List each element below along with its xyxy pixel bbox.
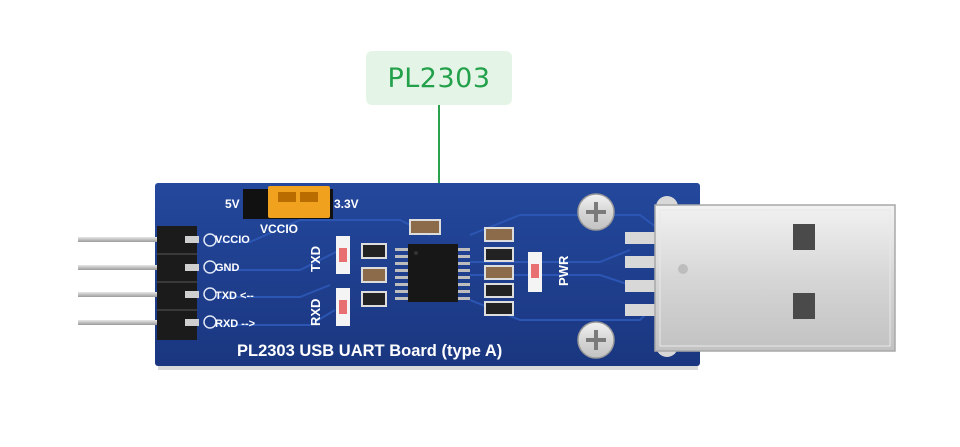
header-pins (78, 226, 217, 340)
led-label-pwr: PWR (556, 255, 571, 286)
board-shadow (158, 364, 698, 370)
pin-label-rxd: RXD --> (215, 318, 256, 330)
jumper-3v3-label: 3.3V (334, 197, 359, 211)
mounting-screws (577, 193, 615, 359)
jumper-vccio-label: VCCIO (260, 222, 299, 236)
pl2303-chip (395, 244, 470, 302)
jumper-5v-label: 5V (225, 197, 240, 211)
led-label-rxd: RXD (308, 298, 323, 326)
pin-label-txd: TXD <-- (215, 290, 254, 302)
vccio-jumper (243, 186, 333, 219)
led-label-txd: TXD (308, 246, 323, 272)
board-title-silkscreen: PL2303 USB UART Board (type A) (237, 342, 503, 360)
pin-label-gnd: GND (215, 262, 240, 274)
callout-leader-line (438, 105, 440, 258)
chip-callout: PL2303 (366, 51, 512, 105)
chip-callout-label: PL2303 (387, 62, 491, 94)
pin-label-vccio: VCCIO (215, 234, 250, 246)
smd-components (361, 219, 514, 316)
status-leds (336, 236, 542, 326)
usb-a-plug (654, 204, 896, 352)
